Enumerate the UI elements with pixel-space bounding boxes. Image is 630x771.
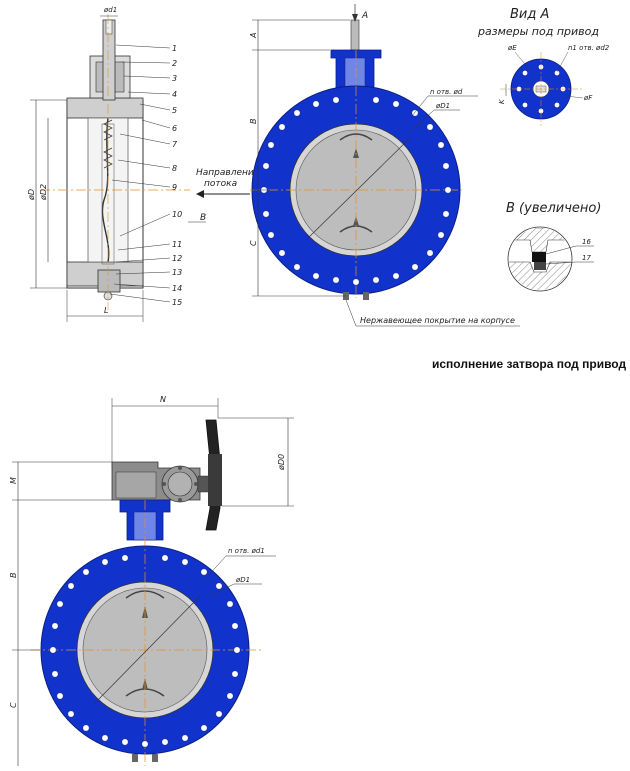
gear-holes-label: n отв. ød1 (228, 547, 265, 555)
detail-b-callout-16: 16 (582, 238, 591, 246)
callout-13: 13 (172, 268, 182, 277)
gear-n-label: N (160, 395, 166, 404)
callout-14: 14 (172, 284, 182, 293)
view-a-k-label: K (498, 98, 506, 104)
detail-b-callout-17: 17 (582, 254, 591, 262)
flow-arrow-icon (196, 190, 204, 198)
side-top-dim: ød1 (103, 6, 117, 14)
front-view-marker: A (361, 11, 368, 21)
front-dim-b: B (249, 119, 258, 125)
front-dim-a: A (249, 33, 258, 39)
callout-11: 11 (172, 240, 182, 249)
callout-15: 15 (172, 298, 182, 307)
callout-7: 7 (172, 140, 178, 149)
gear-d0-label: øD0 (277, 454, 286, 471)
gear-bolt-holes (49, 554, 241, 748)
side-diam-label: øD (27, 189, 36, 201)
front-coating-note: Нержавеющее покрытие на корпусе (360, 316, 515, 325)
front-d1-label: øD1 (435, 102, 450, 110)
callout-8: 8 (172, 164, 177, 173)
detail-b: B (увеличено) 16 17 (506, 201, 601, 292)
view-a-title: Вид A (510, 7, 549, 22)
front-bolt-holes (260, 96, 452, 286)
callout-6: 6 (172, 124, 177, 133)
detail-b-title: B (увеличено) (506, 201, 601, 216)
gear-m-label: M (9, 477, 18, 484)
callout-1: 1 (172, 44, 177, 53)
view-a-subtitle: размеры под привод (477, 25, 599, 38)
gear-d1-label: øD1 (235, 576, 250, 584)
flow-direction: Направление потока (196, 168, 260, 198)
side-callouts (109, 44, 171, 303)
callout-12: 12 (172, 254, 182, 263)
gear-b-label: B (9, 573, 18, 579)
view-a: Вид A размеры под привод øE n1 отв. ød2 … (477, 7, 610, 126)
view-a-e-label: øE (507, 44, 517, 52)
callout-5: 5 (172, 106, 177, 115)
detail-b-marker: B (200, 213, 206, 223)
callout-9: 9 (172, 183, 177, 192)
flow-label-2: потока (204, 179, 237, 189)
side-callout-numbers: 1 2 3 4 5 6 7 8 9 10 11 12 13 14 15 B (172, 44, 206, 307)
front-view: A (249, 4, 520, 327)
side-length-label: L (104, 306, 108, 315)
view-a-holes-label: n1 отв. ød2 (568, 44, 610, 52)
gear-view: N øD0 (9, 395, 294, 766)
side-inner-diam-label: øD2 (39, 184, 48, 201)
front-dim-c: C (249, 240, 258, 246)
callout-3: 3 (172, 74, 177, 83)
callout-10: 10 (172, 210, 182, 219)
callout-2: 2 (172, 59, 177, 68)
front-holes-label: n отв. ød (430, 88, 463, 96)
flow-label-1: Направление (196, 168, 260, 178)
view-a-f-label: øF (583, 94, 593, 102)
gear-version-caption: исполнение затвора под привод (432, 357, 627, 371)
gear-c-label: C (9, 702, 18, 708)
side-section-view: øD øD2 L ød1 (27, 6, 190, 322)
callout-4: 4 (172, 90, 177, 99)
